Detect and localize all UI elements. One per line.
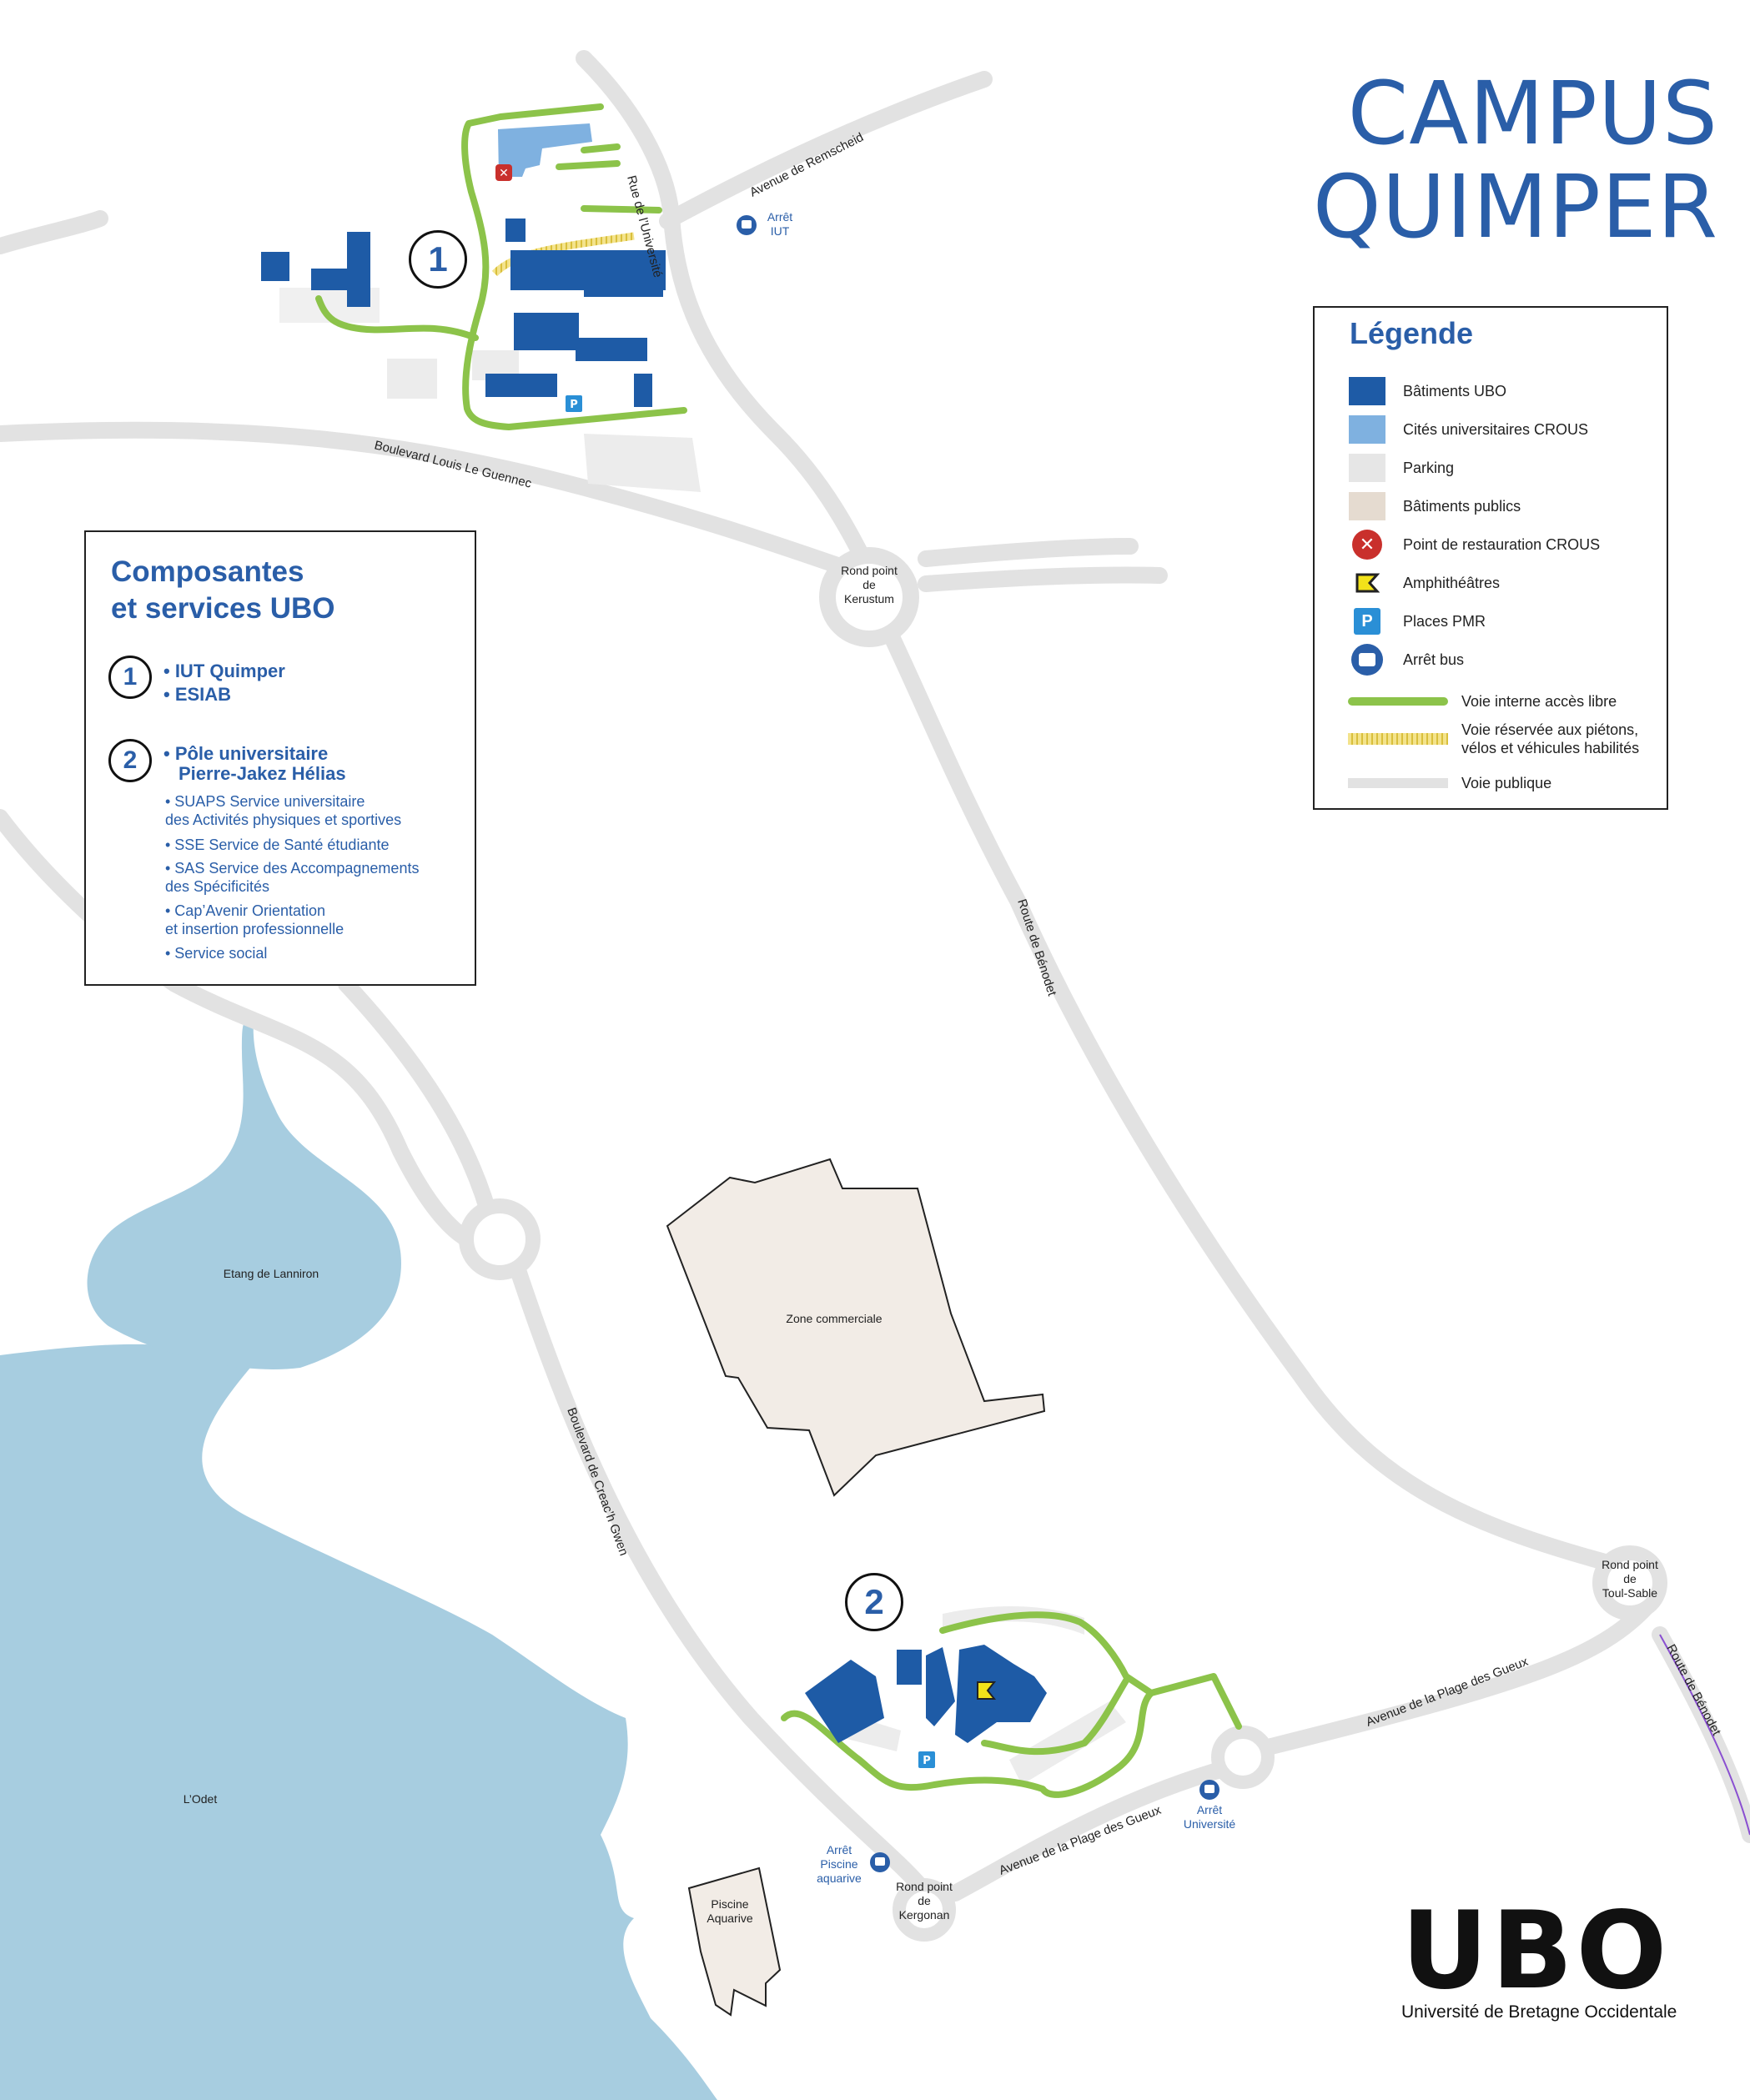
restaurant-icon: ✕ [1352,530,1382,560]
legend-item: Parking [1348,451,1454,485]
legend-item: Amphithéâtres [1348,566,1500,600]
campus1-crous-building [498,123,592,177]
roundabout-kergonan [893,1878,956,1942]
bus-stop-markers [737,215,1219,1872]
street-benodet: Route de Bénodet [1014,897,1059,998]
street-plage-gueux-1: Avenue de la Plage des Gueux [1364,1655,1530,1730]
campus2-paths [781,1611,1242,1798]
zone-commerciale-building [666,1158,1046,1497]
legend-item: Voie publique [1348,766,1551,800]
group-1-item-esiab: • ESIAB [163,684,232,705]
ubo-subtitle: Université de Bretagne Occidentale [1401,2002,1677,2022]
public-building-swatch [1349,492,1385,520]
legend-item: Arrêt bus [1348,643,1464,676]
bus-icon [1351,644,1383,676]
street-creach-gwen: Boulevard de Creac’h Gwen [564,1406,631,1558]
page-title: CAMPUS QUIMPER [1312,63,1718,258]
campus-2-marker: 2 [845,1573,903,1631]
piscine-building [687,1866,782,2017]
ubo-building-swatch [1349,377,1385,405]
service-social: • Service social [165,945,268,962]
group-2-heading-line1: • Pôle universitaire [163,743,329,764]
pmr-icon: P [1354,608,1380,635]
green-path-line [1348,697,1448,706]
public-roads [0,50,1750,1902]
svg-text:✕: ✕ [499,167,509,180]
roundabout-university [1211,1726,1275,1789]
campus1-restricted-path [491,232,635,277]
odet-river [0,1344,717,2100]
ubo-wordmark: UBO [1401,1889,1671,2013]
group-2-number: 2 [108,739,152,782]
legend-item: P Places PMR [1348,605,1486,638]
service-sse: • SSE Service de Santé étudiante [165,836,390,853]
svg-text:P: P [923,1755,931,1767]
amphitheatre-icon [1355,573,1380,593]
legend-item: Voie réservée aux piétons, vélos et véhi… [1348,718,1639,760]
roundabout-kerustum [819,547,919,647]
legend-item: Cités universitaires CROUS [1348,413,1588,446]
ubo-logo: UBO Université de Bretagne Occidentale [1401,1889,1685,2022]
grey-road-line [1348,778,1448,788]
campus-1-marker: 1 [409,230,467,289]
parking-swatch [1349,454,1385,482]
group-1-number: 1 [108,656,152,699]
campus2-ubo-buildings [805,1645,1047,1743]
odet-label: L’Odet [183,1792,218,1806]
legend-title: Légende [1350,316,1474,350]
svg-text:P: P [570,399,578,411]
group-1-item-iut: • IUT Quimper [163,661,285,681]
street-plage-gueux-2: Avenue de la Plage des Gueux [997,1803,1163,1878]
group-2-heading-line2: Pierre-Jakez Hélias [179,763,346,784]
legend-item: Voie interne accès libre [1348,685,1617,718]
etang-lanniron [87,1013,401,1369]
campus2-amphitheatre-marker [977,1681,997,1700]
legend-item: Bâtiments UBO [1348,374,1506,408]
map-legend: Légende Bâtiments UBO Cités universitair… [1313,306,1668,810]
roundabout-creach [459,1198,541,1280]
legend-item: Bâtiments publics [1348,490,1521,523]
etang-label: Etang de Lanniron [223,1267,319,1280]
crous-building-swatch [1349,415,1385,444]
campus1-ubo-buildings [261,219,666,407]
campus1-restaurant-marker [495,164,512,181]
street-benodet-2: Route de Bénodet [1663,1642,1723,1738]
campus2-pmr-marker [918,1751,935,1768]
legend-item: ✕ Point de restauration CROUS [1348,528,1600,561]
zone-commerciale-label: Zone commerciale [786,1312,883,1325]
roundabout-toul-sable [1592,1545,1667,1620]
yellow-path-line [1348,733,1448,745]
campus1-pmr-marker [566,395,582,412]
railway-line [1659,1634,1750,1836]
